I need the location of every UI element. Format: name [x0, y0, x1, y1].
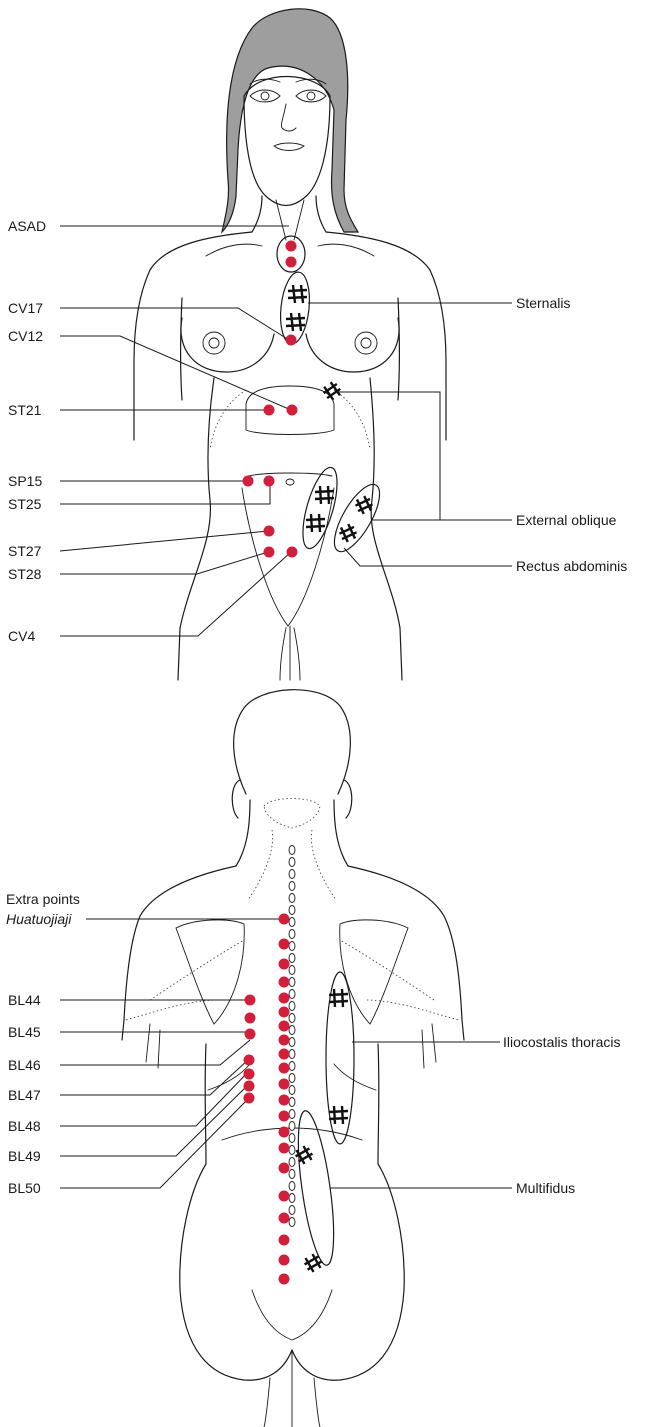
front-acupoints [243, 241, 298, 558]
label-extra-points: Extra points [6, 891, 80, 907]
huatuojiaji-point-2 [279, 939, 290, 950]
huatuojiaji-point-5 [279, 993, 290, 1004]
label-st21: ST21 [8, 402, 42, 418]
front-trigger-marks [286, 285, 375, 544]
label-bl47: BL47 [8, 1087, 41, 1103]
nose [281, 104, 296, 131]
st27-point [264, 526, 275, 537]
label-bl45: BL45 [8, 1024, 41, 1040]
iliocostalis-trigger-mark-lower [329, 1106, 348, 1124]
label-rectus-abdominis: Rectus abdominis [516, 558, 627, 574]
bl45-point [245, 1013, 256, 1024]
back-acupoints [244, 914, 290, 1285]
multifidus-trigger-mark-upper [293, 1144, 315, 1166]
bl46-point [245, 1029, 256, 1040]
back-figure [122, 690, 464, 1427]
rectus-abdominis-trigger-mark-1 [315, 486, 334, 504]
back-trigger-marks [293, 989, 348, 1274]
sternalis-outline [277, 271, 312, 346]
label-huatuojiaji: Huatuojiaji [6, 911, 72, 927]
bl49-point [244, 1081, 255, 1092]
label-bl44: BL44 [8, 992, 41, 1008]
huatuojiaji-point-6 [279, 1007, 290, 1018]
cv17-point [286, 335, 297, 346]
huatuojiaji-point-14 [279, 1127, 290, 1138]
label-external-oblique: External oblique [516, 512, 617, 528]
sternalis-trigger-mark-1 [288, 285, 307, 303]
back-labels: Extra points Huatuojiaji BL44 BL45 BL46 … [6, 891, 621, 1196]
external-oblique-trigger-mark-2 [337, 522, 358, 543]
label-bl48: BL48 [8, 1118, 41, 1134]
external-oblique-outline [326, 478, 388, 558]
asad-point-upper [286, 241, 297, 252]
label-iliocostalis-thoracis: Iliocostalis thoracis [503, 1034, 621, 1050]
rectus-abdominis-outline [296, 464, 344, 552]
bl47-point [244, 1055, 255, 1066]
huatuojiaji-point-17 [279, 1191, 290, 1202]
front-face [244, 76, 330, 205]
huatuojiaji-point-13 [279, 1111, 290, 1122]
huatuojiaji-point-18 [279, 1213, 290, 1224]
asad-point-lower [286, 257, 297, 268]
huatuojiaji-point-1 [279, 914, 290, 925]
huatuojiaji-point-11 [279, 1079, 290, 1090]
label-sp15: SP15 [8, 473, 42, 489]
label-st25: ST25 [8, 496, 42, 512]
cv12-point [287, 405, 298, 416]
label-cv4: CV4 [8, 628, 35, 644]
label-cv12: CV12 [8, 328, 43, 344]
sternalis-trigger-mark-2 [286, 313, 305, 331]
huatuojiaji-point-9 [279, 1049, 290, 1060]
huatuojiaji-point-10 [279, 1063, 290, 1074]
front-leaders [60, 226, 512, 636]
huatuojiaji-point-20 [279, 1255, 290, 1266]
huatuojiaji-point-4 [279, 977, 290, 988]
sp15-point [243, 476, 254, 487]
label-asad: ASAD [8, 218, 46, 234]
huatuojiaji-point-16 [279, 1163, 290, 1174]
huatuojiaji-point-19 [279, 1235, 290, 1246]
label-sternalis: Sternalis [516, 295, 570, 311]
front-labels: ASAD CV17 CV12 ST21 SP15 ST25 ST27 ST28 … [8, 218, 627, 644]
huatuojiaji-point-3 [279, 959, 290, 970]
label-bl49: BL49 [8, 1148, 41, 1164]
multifidus-trigger-mark-lower [302, 1252, 324, 1274]
st28-point [264, 547, 275, 558]
label-st28: ST28 [8, 566, 42, 582]
label-st27: ST27 [8, 543, 42, 559]
external-oblique-trigger-mark-upper [321, 380, 343, 402]
iliocostalis-trigger-mark-upper [329, 989, 348, 1007]
neck [252, 196, 326, 232]
back-muscles [291, 972, 354, 1267]
rectus-abdominis-trigger-mark-2 [306, 514, 325, 532]
spine-vertebrae [289, 846, 295, 1227]
bl44-point [245, 995, 256, 1006]
label-cv17: CV17 [8, 300, 43, 316]
huatuojiaji-point-7 [279, 1021, 290, 1032]
st25-point [264, 476, 275, 487]
mouth [274, 143, 304, 151]
label-bl50: BL50 [8, 1180, 41, 1196]
front-hair [222, 9, 358, 232]
huatuojiaji-point-15 [279, 1143, 290, 1154]
st21-point [264, 405, 275, 416]
bl48-point [244, 1069, 255, 1080]
huatuojiaji-point-21 [279, 1274, 290, 1285]
label-multifidus: Multifidus [516, 1180, 575, 1196]
bl50-point [244, 1093, 255, 1104]
back-head [234, 690, 351, 794]
cv4-point [287, 547, 298, 558]
label-bl46: BL46 [8, 1057, 41, 1073]
huatuojiaji-point-8 [279, 1035, 290, 1046]
huatuojiaji-point-12 [279, 1095, 290, 1106]
